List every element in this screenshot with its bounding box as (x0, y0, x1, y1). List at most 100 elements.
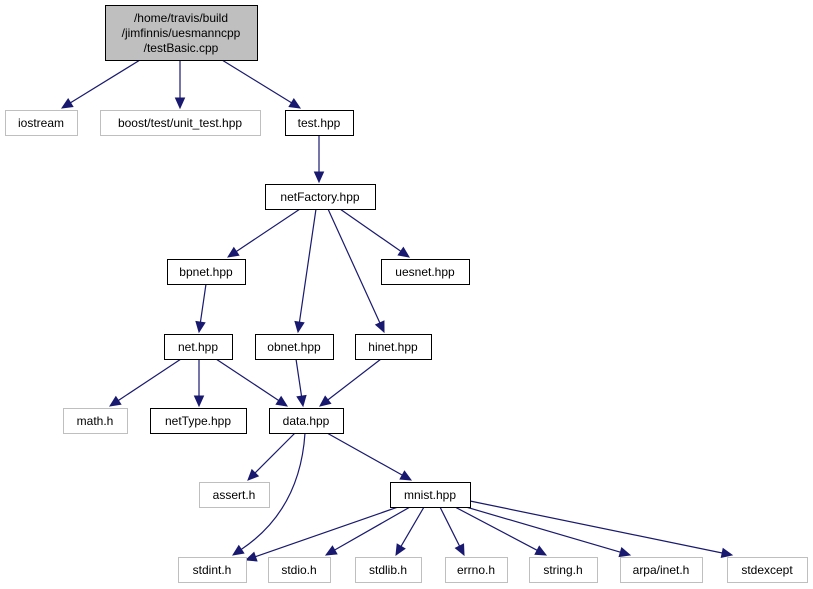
arrowhead-icon (108, 395, 122, 407)
node-label: hinet.hpp (368, 340, 418, 354)
node-label: stdio.h (281, 563, 316, 577)
node-label: errno.h (457, 563, 495, 577)
node-box (105, 5, 258, 61)
node-label: test.hpp (298, 116, 341, 130)
node-label: /testBasic.cpp (144, 41, 219, 55)
node-netType[interactable]: netType.hpp (150, 408, 247, 434)
node-stdio: stdio.h (268, 557, 331, 583)
edge-line (465, 506, 621, 553)
node-box (100, 110, 261, 136)
edge-line (235, 208, 301, 252)
arrowhead-icon (294, 320, 305, 334)
edge-mnist-to-arpainet (465, 506, 632, 558)
node-label: assert.h (213, 488, 256, 502)
node-hinet[interactable]: hinet.hpp (355, 334, 432, 360)
node-box (199, 482, 270, 508)
node-box (178, 557, 247, 583)
node-label: iostream (18, 116, 64, 130)
edge-line (199, 283, 207, 323)
node-stdexcept: stdexcept (727, 557, 808, 583)
node-box (355, 557, 422, 583)
node-box (265, 184, 376, 210)
node-label: /home/travis/build (134, 11, 228, 25)
node-label: string.h (543, 563, 582, 577)
edge-root-to-iostream (60, 59, 141, 109)
arrowhead-icon (174, 97, 186, 110)
arrowhead-icon (288, 98, 302, 109)
arrowhead-icon (60, 98, 74, 109)
node-box (355, 334, 432, 360)
node-stdint: stdint.h (178, 557, 247, 583)
edge-netFactory-to-uesnet (339, 208, 411, 258)
node-mnist[interactable]: mnist.hpp (390, 482, 471, 508)
node-box (268, 557, 331, 583)
node-net[interactable]: net.hpp (164, 334, 233, 360)
arrowhead-icon (324, 545, 338, 556)
node-label: netType.hpp (165, 414, 231, 428)
edge-line (118, 358, 182, 401)
arrowhead-icon (534, 545, 548, 556)
edge-line (215, 358, 279, 401)
node-box (445, 557, 508, 583)
node-box (164, 334, 233, 360)
edge-line (334, 506, 411, 551)
node-box (390, 482, 471, 508)
node-box (727, 557, 808, 583)
node-label: uesnet.hpp (395, 265, 455, 279)
node-root[interactable]: /home/travis/build/jimfinnis/uesmanncpp/… (105, 5, 258, 61)
edge-line (469, 500, 723, 554)
node-box (5, 110, 78, 136)
node-label: bpnet.hpp (179, 265, 233, 279)
node-label: boost/test/unit_test.hpp (118, 116, 242, 130)
edge-root-to-test (221, 59, 302, 109)
node-label: mnist.hpp (404, 488, 456, 502)
edge-line (454, 506, 538, 551)
node-box (167, 259, 246, 285)
edge-line (221, 59, 292, 104)
node-box (620, 557, 703, 583)
edge-line (439, 506, 461, 547)
node-label: stdlib.h (369, 563, 407, 577)
node-arpainet: arpa/inet.h (620, 557, 703, 583)
arrowhead-icon (313, 171, 325, 184)
edge-line (295, 358, 303, 397)
edge-mnist-to-stdlib (395, 506, 425, 557)
node-assert: assert.h (199, 482, 270, 508)
edge-bpnet-to-net (195, 283, 207, 334)
edge-line (240, 432, 306, 550)
edge-data-to-assert (247, 432, 296, 481)
node-bpnet[interactable]: bpnet.hpp (167, 259, 246, 285)
edge-line (339, 208, 402, 252)
edge-test-to-netFactory (313, 135, 325, 184)
edge-mnist-to-stdexcept (469, 500, 734, 559)
edges (60, 59, 734, 562)
arrowhead-icon (231, 544, 245, 556)
arrowhead-icon (374, 320, 385, 334)
arrowhead-icon (226, 246, 240, 258)
node-uesnet[interactable]: uesnet.hpp (381, 259, 470, 285)
node-errno: errno.h (445, 557, 508, 583)
edge-netFactory-to-hinet (327, 208, 385, 334)
node-math: math.h (63, 408, 128, 434)
edge-obnet-to-data (295, 358, 307, 408)
arrowhead-icon (720, 547, 734, 559)
edge-line (298, 208, 317, 323)
node-test[interactable]: test.hpp (285, 110, 354, 136)
node-obnet[interactable]: obnet.hpp (255, 334, 334, 360)
node-boost: boost/test/unit_test.hpp (100, 110, 261, 136)
edge-net-to-data (215, 358, 289, 407)
node-netFactory[interactable]: netFactory.hpp (265, 184, 376, 210)
arrowhead-icon (397, 246, 411, 258)
edge-line (327, 208, 381, 324)
arrowhead-icon (296, 394, 307, 408)
edge-mnist-to-stdio (324, 506, 411, 556)
edge-line (254, 432, 296, 474)
node-box (63, 408, 128, 434)
node-label: netFactory.hpp (280, 190, 359, 204)
edge-line (70, 59, 141, 104)
node-data[interactable]: data.hpp (269, 408, 344, 434)
edge-line (255, 506, 399, 558)
edge-mnist-to-errno (439, 506, 465, 557)
nodes: /home/travis/build/jimfinnis/uesmanncpp/… (5, 5, 808, 583)
node-label: stdexcept (741, 563, 793, 577)
